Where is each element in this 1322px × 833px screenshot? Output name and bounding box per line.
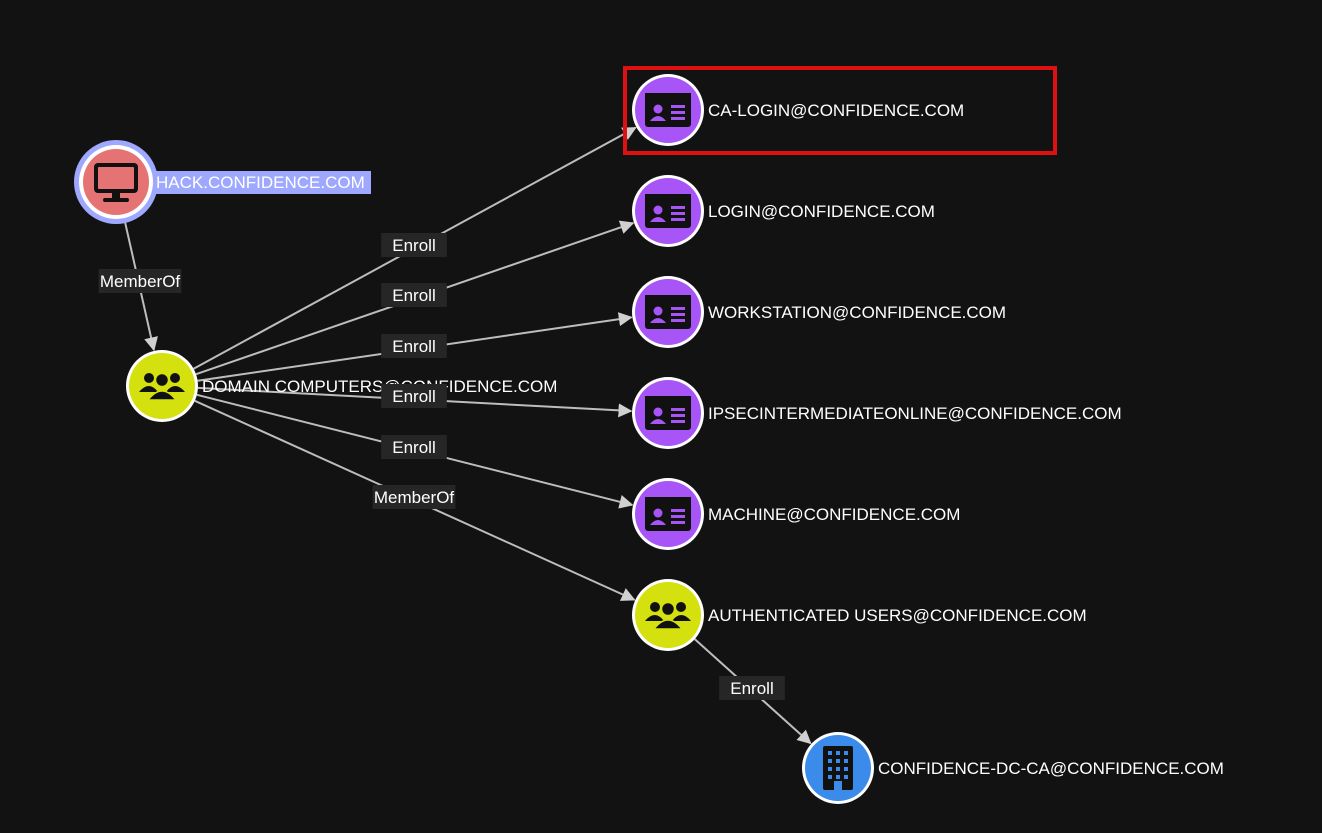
- node-label: CA-LOGIN@CONFIDENCE.COM: [708, 101, 964, 120]
- node-label: LOGIN@CONFIDENCE.COM: [708, 202, 935, 221]
- edge-label-bg: [372, 485, 456, 509]
- id-card-icon: [645, 497, 691, 531]
- edge-label-domain_computers-login: Enroll: [381, 283, 447, 307]
- edge-label-text: Enroll: [392, 286, 435, 305]
- node-auth_users[interactable]: AUTHENTICATED USERS@CONFIDENCE.COM: [632, 579, 1087, 651]
- edge-label-text: Enroll: [730, 679, 773, 698]
- monitor-icon: [94, 163, 138, 202]
- selected-label-bg: [153, 171, 371, 194]
- edge-label-bg: [381, 233, 447, 257]
- edge-label-text: Enroll: [392, 438, 435, 457]
- edge-label-hack-domain_computers: MemberOf: [98, 269, 182, 293]
- id-card-icon: [645, 396, 691, 430]
- node-machine[interactable]: MACHINE@CONFIDENCE.COM: [632, 478, 960, 550]
- edge-label-domain_computers-ca_login: Enroll: [381, 233, 447, 257]
- edge-label-text: Enroll: [392, 337, 435, 356]
- id-card-icon: [645, 93, 691, 127]
- node-domain_computers[interactable]: DOMAIN COMPUTERS@CONFIDENCE.COM: [126, 350, 557, 422]
- edge-label-bg: [381, 384, 447, 408]
- edge-label-bg: [98, 269, 182, 293]
- edge-label-bg: [381, 334, 447, 358]
- edge-label-domain_computers-auth_users: MemberOf: [372, 485, 456, 509]
- edge-label-bg: [381, 435, 447, 459]
- edge-label-text: Enroll: [392, 387, 435, 406]
- node-hack[interactable]: HACK.CONFIDENCE.COM: [74, 140, 371, 224]
- id-card-icon: [645, 194, 691, 228]
- edge-label-domain_computers-workstation: Enroll: [381, 334, 447, 358]
- highlight-box: [623, 66, 1057, 155]
- users-group-icon: [139, 372, 185, 401]
- edge-label-auth_users-dc_ca: Enroll: [719, 676, 785, 700]
- edge-label-bg: [381, 283, 447, 307]
- node-label: AUTHENTICATED USERS@CONFIDENCE.COM: [708, 606, 1087, 625]
- node-workstation[interactable]: WORKSTATION@CONFIDENCE.COM: [632, 276, 1006, 348]
- id-card-icon: [645, 295, 691, 329]
- node-label: MACHINE@CONFIDENCE.COM: [708, 505, 960, 524]
- users-group-icon: [645, 601, 691, 630]
- edge-label-domain_computers-ipsec: Enroll: [381, 384, 447, 408]
- node-ca_login[interactable]: CA-LOGIN@CONFIDENCE.COM: [632, 74, 964, 146]
- edge-label-domain_computers-machine: Enroll: [381, 435, 447, 459]
- node-login[interactable]: LOGIN@CONFIDENCE.COM: [632, 175, 935, 247]
- node-dc_ca[interactable]: CONFIDENCE-DC-CA@CONFIDENCE.COM: [802, 732, 1224, 804]
- node-label: DOMAIN COMPUTERS@CONFIDENCE.COM: [202, 377, 557, 396]
- nodes-layer: HACK.CONFIDENCE.COM DOMAIN COMPUTERS@CONF…: [74, 74, 1224, 804]
- node-label: HACK.CONFIDENCE.COM: [156, 173, 365, 192]
- node-label: IPSECINTERMEDIATEONLINE@CONFIDENCE.COM: [708, 404, 1122, 423]
- edge-labels-layer: MemberOfEnrollEnrollEnrollEnrollEnrollMe…: [98, 233, 785, 700]
- edge-label-text: MemberOf: [374, 488, 455, 507]
- node-label: CONFIDENCE-DC-CA@CONFIDENCE.COM: [878, 759, 1224, 778]
- node-label: WORKSTATION@CONFIDENCE.COM: [708, 303, 1006, 322]
- node-ipsec[interactable]: IPSECINTERMEDIATEONLINE@CONFIDENCE.COM: [632, 377, 1122, 449]
- building-icon: [823, 746, 853, 790]
- edge-label-text: MemberOf: [100, 272, 181, 291]
- edge-label-text: Enroll: [392, 236, 435, 255]
- edge-label-bg: [719, 676, 785, 700]
